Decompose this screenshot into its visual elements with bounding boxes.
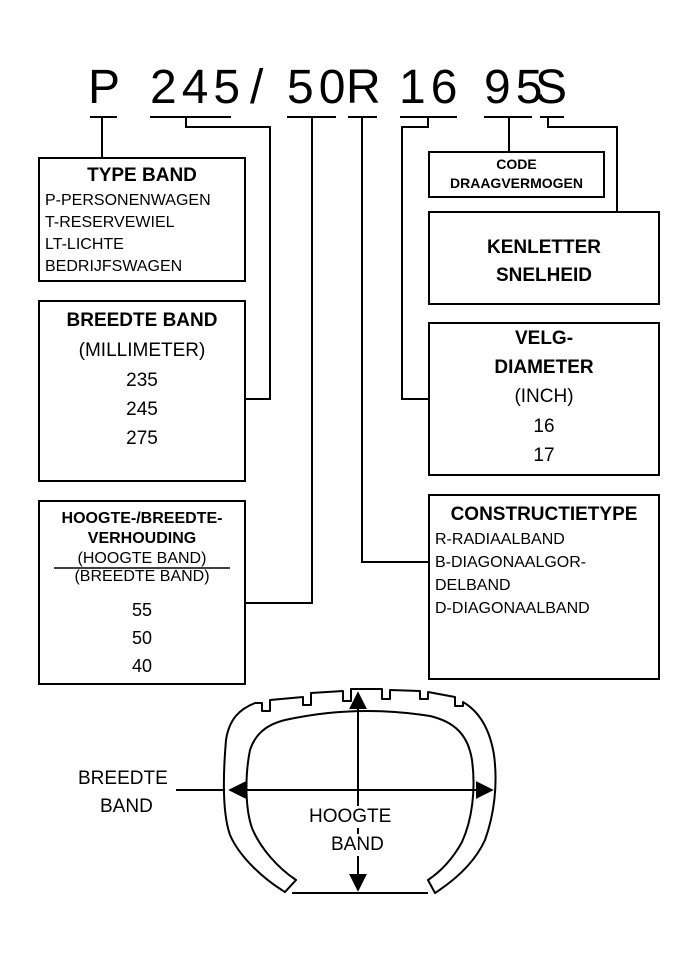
constructietype-line-1: R-RADIAALBAND [435, 531, 565, 548]
velg-diameter-box: VELG- DIAMETER (INCH) 16 17 [428, 322, 660, 476]
type-band-line-3: LT-LICHTE [45, 236, 124, 253]
code-aspect-ratio: 50 [287, 61, 351, 114]
constructietype-title: CONSTRUCTIETYPE [450, 504, 638, 525]
breedte-band-value-1: 235 [126, 370, 158, 391]
hoogte-value-2: 50 [131, 628, 153, 648]
type-band-box: TYPE BAND P-PERSONENWAGEN T-RESERVEWIEL … [38, 157, 246, 282]
kenletter-snelheid-box: KENLETTER SNELHEID [428, 211, 660, 305]
breedte-band-title: BREEDTE BAND [66, 310, 218, 331]
code-draagvermogen-box: CODE DRAAGVERMOGEN [428, 151, 605, 198]
code-rim-diameter: 16 [399, 61, 463, 114]
breedte-band-label-2: BAND [100, 796, 153, 817]
hoogte-band-label-2: BAND [329, 834, 386, 856]
code-slash: / [250, 61, 269, 114]
hoogte-title-line-1: HOOGTE-/BREEDTE- [61, 510, 223, 527]
breedte-band-unit: (MILLIMETER) [78, 340, 206, 361]
code-construction: R [346, 61, 386, 114]
hoogte-value-1: 55 [131, 600, 153, 620]
tire-outer-outline [222, 688, 497, 894]
hoogte-title-line-2: VERHOUDING [87, 530, 197, 547]
velg-title-line-2: DIAMETER [494, 357, 594, 378]
velg-value-1: 16 [533, 416, 555, 437]
type-band-line-1: P-PERSONENWAGEN [45, 192, 211, 209]
hoogte-band-label-1: HOOGTE [307, 806, 394, 828]
code-load-index: 95 [484, 61, 548, 114]
kenletter-line-2: SNELHEID [495, 265, 593, 286]
code-draagvermogen-line-1: CODE [496, 156, 537, 172]
fraction-line [54, 567, 230, 569]
type-band-title: TYPE BAND [87, 165, 197, 186]
breedte-band-label-1: BREEDTE [78, 768, 168, 789]
type-band-line-2: T-RESERVEWIEL [45, 214, 175, 231]
hoogte-sub-2: (BREEDTE BAND) [74, 568, 210, 585]
velg-title-line-1: VELG- [514, 328, 574, 349]
constructietype-line-3: DELBAND [435, 577, 511, 594]
constructietype-box: CONSTRUCTIETYPE R-RADIAALBAND B-DIAGONAA… [428, 494, 660, 680]
code-type-letter: P [88, 61, 126, 114]
hoogte-value-3: 40 [131, 656, 153, 676]
kenletter-line-1: KENLETTER [487, 237, 601, 258]
velg-value-2: 17 [533, 445, 555, 466]
code-width: 245 [150, 61, 246, 114]
hoogte-breedte-box: HOOGTE-/BREEDTE- VERHOUDING (HOOGTE BAND… [38, 500, 246, 685]
constructietype-line-4: D-DIAGONAALBAND [435, 600, 590, 617]
breedte-band-box: BREEDTE BAND (MILLIMETER) 235 245 275 [38, 300, 246, 482]
hoogte-sub-1: (HOOGTE BAND) [77, 550, 207, 567]
code-speed-rating: S [535, 61, 573, 114]
code-draagvermogen-line-2: DRAAGVERMOGEN [449, 175, 583, 191]
breedte-band-value-3: 275 [126, 428, 158, 449]
velg-unit: (INCH) [514, 386, 574, 407]
constructietype-line-2: B-DIAGONAALGOR- [435, 554, 587, 571]
breedte-band-value-2: 245 [126, 399, 158, 420]
type-band-line-4: BEDRIJFSWAGEN [45, 258, 183, 275]
